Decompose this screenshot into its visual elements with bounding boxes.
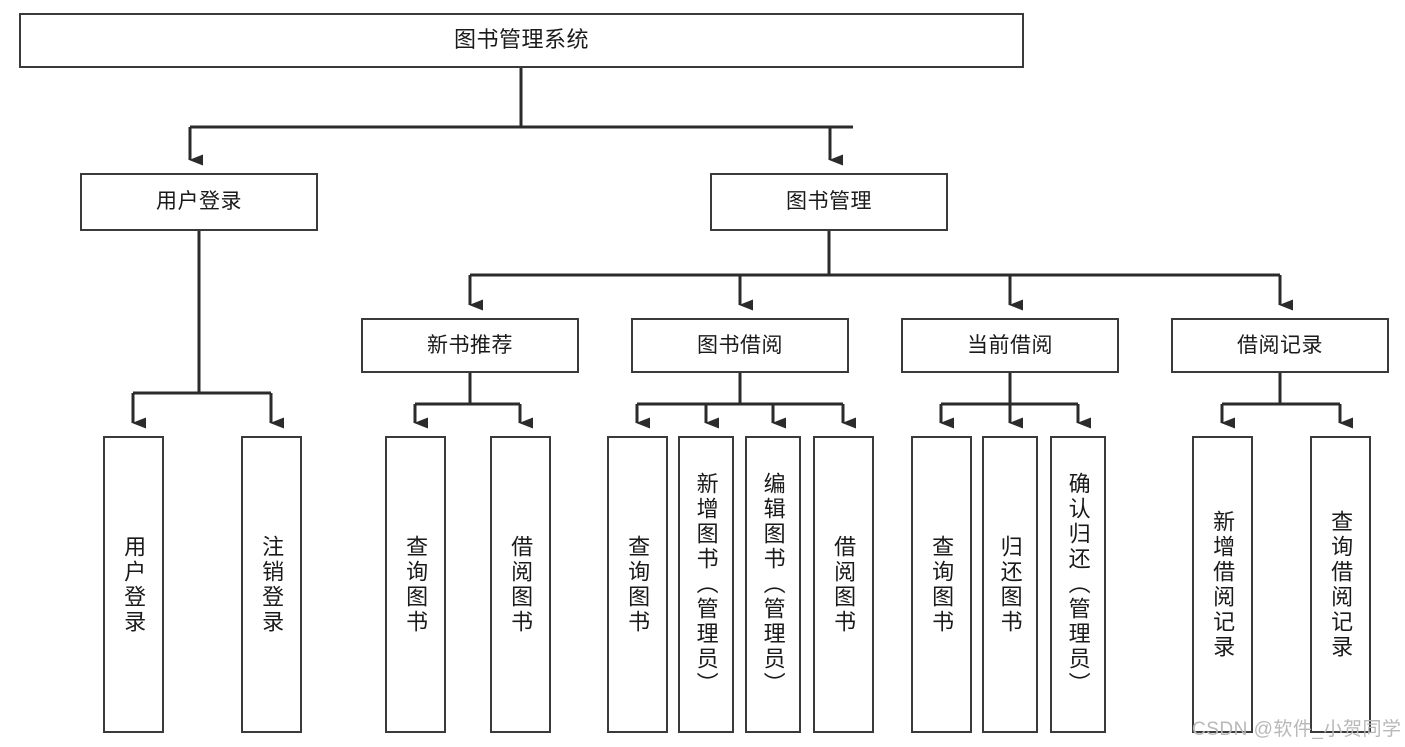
node-label: 查询图书 — [625, 534, 651, 635]
node-label: 新书推荐 — [427, 333, 513, 357]
node-root-system[interactable]: 图书管理系统 — [19, 13, 1024, 68]
node-label: 图书管理系统 — [453, 27, 589, 53]
node-borrow-record[interactable]: 借阅记录 — [1171, 318, 1389, 373]
node-leaf-borrow-book-2[interactable]: 借阅图书 — [813, 436, 874, 733]
node-label: 查询图书 — [403, 534, 429, 635]
node-label: 归还图书 — [997, 534, 1023, 635]
node-label: 借阅图书 — [508, 534, 534, 635]
node-leaf-logout[interactable]: 注销登录 — [241, 436, 302, 733]
node-label: 查询图书 — [929, 534, 955, 635]
node-label: 编辑图书（管理员） — [760, 472, 786, 697]
node-book-borrow[interactable]: 图书借阅 — [631, 318, 849, 373]
node-leaf-borrow-book-1[interactable]: 借阅图书 — [490, 436, 551, 733]
node-leaf-confirm-return[interactable]: 确认归还（管理员） — [1050, 436, 1106, 733]
node-label: 确认归还（管理员） — [1065, 472, 1091, 697]
node-book-manage[interactable]: 图书管理 — [710, 173, 948, 231]
node-label: 借阅记录 — [1237, 333, 1323, 357]
node-label: 图书借阅 — [697, 333, 783, 357]
node-label: 新增图书（管理员） — [693, 472, 719, 697]
node-label: 查询借阅记录 — [1328, 509, 1354, 660]
node-label: 当前借阅 — [967, 333, 1053, 357]
node-leaf-add-record[interactable]: 新增借阅记录 — [1192, 436, 1253, 733]
node-label: 用户登录 — [121, 534, 147, 635]
csdn-watermark: CSDN @软件_小贺同学 — [1192, 719, 1402, 740]
node-leaf-edit-book[interactable]: 编辑图书（管理员） — [745, 436, 801, 733]
node-new-book-rec[interactable]: 新书推荐 — [361, 318, 579, 373]
node-leaf-query-book-2[interactable]: 查询图书 — [607, 436, 668, 733]
node-user-login[interactable]: 用户登录 — [80, 173, 318, 231]
node-label: 新增借阅记录 — [1210, 509, 1236, 660]
node-leaf-query-book-3[interactable]: 查询图书 — [911, 436, 972, 733]
node-current-borrow[interactable]: 当前借阅 — [901, 318, 1119, 373]
node-leaf-query-record[interactable]: 查询借阅记录 — [1310, 436, 1371, 733]
node-leaf-add-book[interactable]: 新增图书（管理员） — [678, 436, 734, 733]
node-label: 用户登录 — [156, 190, 242, 214]
node-leaf-query-book-1[interactable]: 查询图书 — [385, 436, 446, 733]
node-leaf-return-book[interactable]: 归还图书 — [982, 436, 1038, 733]
node-leaf-user-login[interactable]: 用户登录 — [103, 436, 164, 733]
node-label: 借阅图书 — [831, 534, 857, 635]
node-label: 图书管理 — [786, 190, 872, 214]
node-label: 注销登录 — [259, 534, 285, 635]
